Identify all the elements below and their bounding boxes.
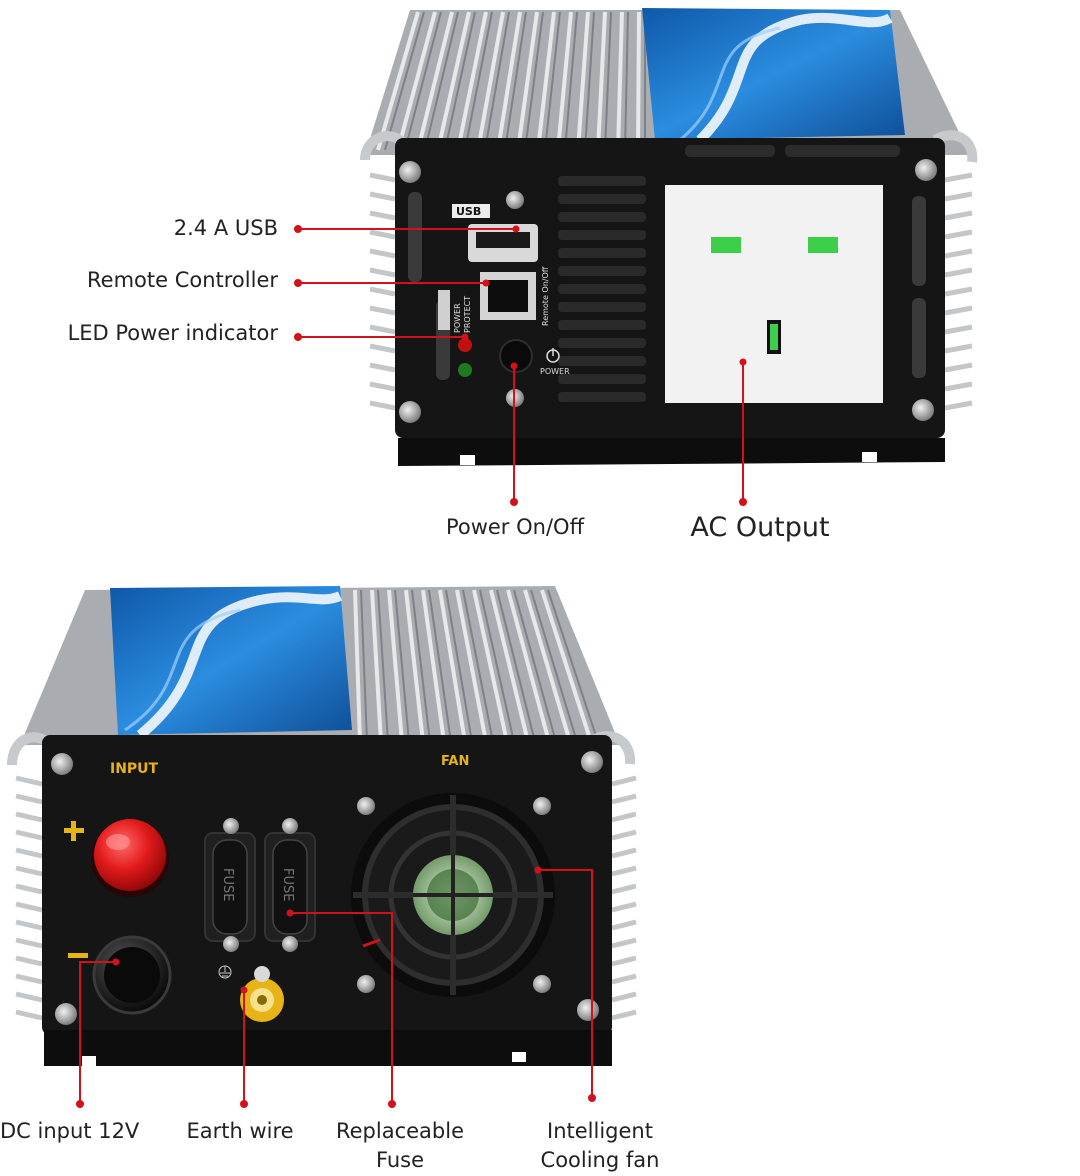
- callout-label-usb: 2.4 A USB: [173, 216, 278, 240]
- top-heatsink-fins: [376, 11, 646, 151]
- bottom-heatsink-fins: [353, 589, 599, 743]
- screw-icon: [533, 797, 551, 815]
- power-button: [499, 339, 533, 373]
- top-inverter: USB Remote On/Off POWER PROTECT POWER: [360, 8, 978, 466]
- screw-icon: [282, 936, 298, 952]
- callout-label-remote: Remote Controller: [87, 268, 278, 292]
- earth-symbol-icon: [218, 965, 232, 979]
- callout-label-power: Power On/Off: [445, 515, 585, 539]
- screw-icon: [912, 399, 934, 421]
- fuse-tag: FUSE: [220, 868, 235, 901]
- red-led-icon: [458, 338, 472, 352]
- screw-icon: [223, 936, 239, 952]
- screw-icon: [51, 753, 73, 775]
- bottom-side-fins-left: [15, 775, 43, 1021]
- callout-label-fuse-line1: Replaceable: [335, 1119, 465, 1143]
- screw-icon: [399, 161, 421, 183]
- led-tag-protect: PROTECT: [463, 296, 472, 333]
- top-center-vents: [558, 176, 646, 402]
- screw-icon: [915, 159, 937, 181]
- screw-icon: [223, 818, 239, 834]
- bottom-side-fins-right: [611, 775, 637, 1021]
- ac-pin-left: [711, 237, 741, 253]
- screw-icon: [282, 818, 298, 834]
- input-tag: INPUT: [110, 761, 159, 777]
- led-tag-power: POWER: [453, 303, 462, 333]
- green-led-icon: [458, 363, 472, 377]
- callout-label-earth: Earth wire: [186, 1119, 294, 1143]
- bottom-base-bracket: [44, 1030, 612, 1066]
- callout-lines: [76, 225, 747, 1108]
- power-tag: POWER: [540, 367, 570, 376]
- ac-socket: [665, 185, 883, 403]
- callout-label-fan-line1: Intelligent: [547, 1119, 653, 1143]
- screw-icon: [357, 975, 375, 993]
- callout-label-fuse-line2: Fuse: [375, 1148, 425, 1172]
- minus-icon: [68, 953, 88, 958]
- callout-label-ac: AC Output: [690, 512, 830, 543]
- callout-line-fuse: [290, 912, 393, 1104]
- callout-line-dc: [79, 961, 116, 1104]
- screw-icon: [581, 751, 603, 773]
- screw-icon: [399, 401, 421, 423]
- fuse-tag: FUSE: [280, 868, 295, 901]
- usb-tag: USB: [456, 205, 481, 218]
- callout-label-dc: DC input 12V: [0, 1119, 140, 1143]
- screw-icon: [577, 999, 599, 1021]
- top-base-bracket: [398, 438, 945, 466]
- callout-label-led: LED Power indicator: [67, 321, 278, 345]
- positive-terminal: [94, 819, 166, 891]
- top-side-fins-right: [944, 172, 973, 411]
- screw-icon: [357, 797, 375, 815]
- callout-label-fan-line2: Cooling fan: [540, 1148, 660, 1172]
- bottom-inverter: INPUT FAN FUSE FUSE: [7, 586, 637, 1066]
- ac-pin-right: [808, 237, 838, 253]
- screw-icon: [533, 975, 551, 993]
- top-side-fins-left: [369, 172, 396, 411]
- callout-line-fan: [538, 869, 593, 1098]
- screw-icon: [506, 191, 524, 209]
- screw-icon: [55, 1003, 77, 1025]
- remote-tag: Remote On/Off: [541, 266, 550, 326]
- fan-tag: FAN: [441, 754, 469, 769]
